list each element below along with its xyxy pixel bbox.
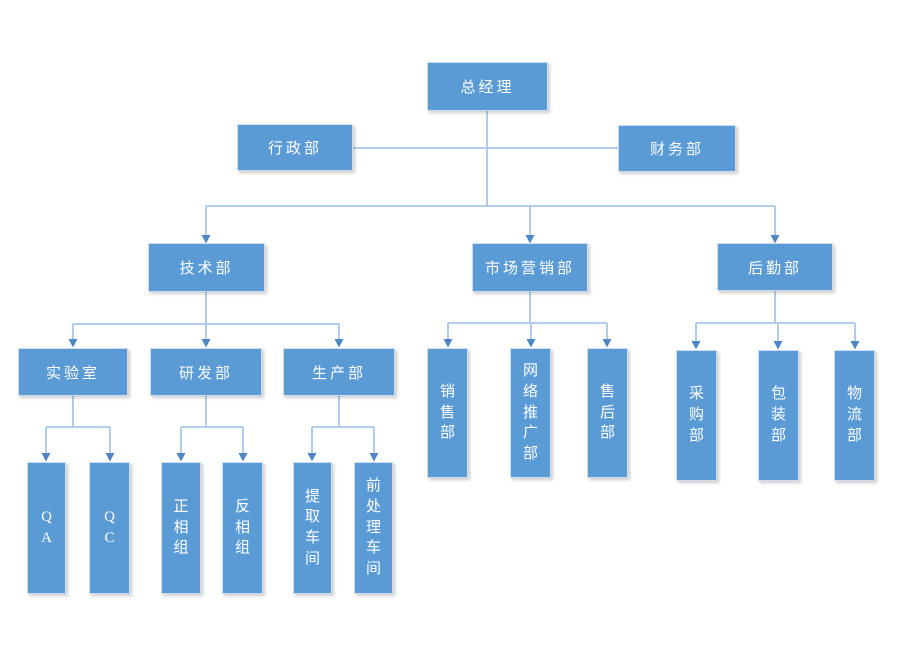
org-node-label: QA (41, 509, 52, 546)
org-node-label: 后勤部 (747, 260, 802, 277)
org-node-sales-dept[interactable]: 销售部 (427, 348, 468, 478)
org-node-label: 市场营销部 (484, 261, 575, 277)
org-node-label: 售后部 (599, 383, 615, 442)
org-node-normal-phase-group[interactable]: 正相组 (161, 462, 201, 594)
org-node-label: 正相组 (173, 498, 189, 557)
org-node-label: 总经理 (460, 80, 515, 96)
org-node-extraction-workshop[interactable]: 提取车间 (293, 462, 332, 594)
org-node-pretreatment-workshop[interactable]: 前处理车间 (354, 462, 393, 594)
org-node-laboratory[interactable]: 实验室 (18, 348, 128, 396)
org-node-label: 实验室 (45, 365, 100, 382)
org-node-label: 包装部 (770, 386, 786, 444)
org-node-label: 网络推广部 (522, 363, 538, 463)
org-node-label: 采购部 (688, 386, 704, 444)
org-node-finance-dept[interactable]: 财务部 (618, 125, 736, 172)
org-node-label: 研发部 (178, 365, 233, 382)
org-node-online-promotion-dept[interactable]: 网络推广部 (510, 348, 551, 478)
org-node-production-dept[interactable]: 生产部 (283, 348, 395, 396)
org-node-rnd-dept[interactable]: 研发部 (150, 348, 262, 396)
org-node-purchasing-dept[interactable]: 采购部 (676, 350, 717, 481)
org-node-marketing-dept[interactable]: 市场营销部 (472, 243, 588, 292)
org-node-after-sales-dept[interactable]: 售后部 (587, 348, 628, 478)
org-node-label: 销售部 (439, 383, 455, 442)
org-node-label: 提取车间 (304, 488, 320, 567)
org-node-packaging-dept[interactable]: 包装部 (758, 350, 799, 481)
org-node-qc[interactable]: QC (89, 462, 130, 594)
org-node-label: 生产部 (311, 365, 366, 382)
org-node-tech-dept[interactable]: 技术部 (148, 243, 265, 292)
org-node-label: 物流部 (846, 386, 862, 444)
org-node-general-manager[interactable]: 总经理 (427, 62, 548, 111)
org-node-label: 技术部 (179, 261, 234, 277)
org-node-admin-dept[interactable]: 行政部 (237, 124, 353, 171)
org-node-label: 前处理车间 (365, 478, 381, 578)
org-node-logistics-dept[interactable]: 物流部 (834, 350, 875, 481)
org-node-qa[interactable]: QA (27, 462, 66, 594)
org-node-label: 反相组 (234, 498, 250, 557)
org-node-label: 财务部 (649, 142, 704, 158)
org-node-reverse-phase-group[interactable]: 反相组 (222, 462, 263, 594)
org-node-label: QC (104, 509, 115, 546)
org-node-label: 行政部 (267, 141, 322, 157)
org-node-rear-services-dept[interactable]: 后勤部 (717, 243, 833, 291)
